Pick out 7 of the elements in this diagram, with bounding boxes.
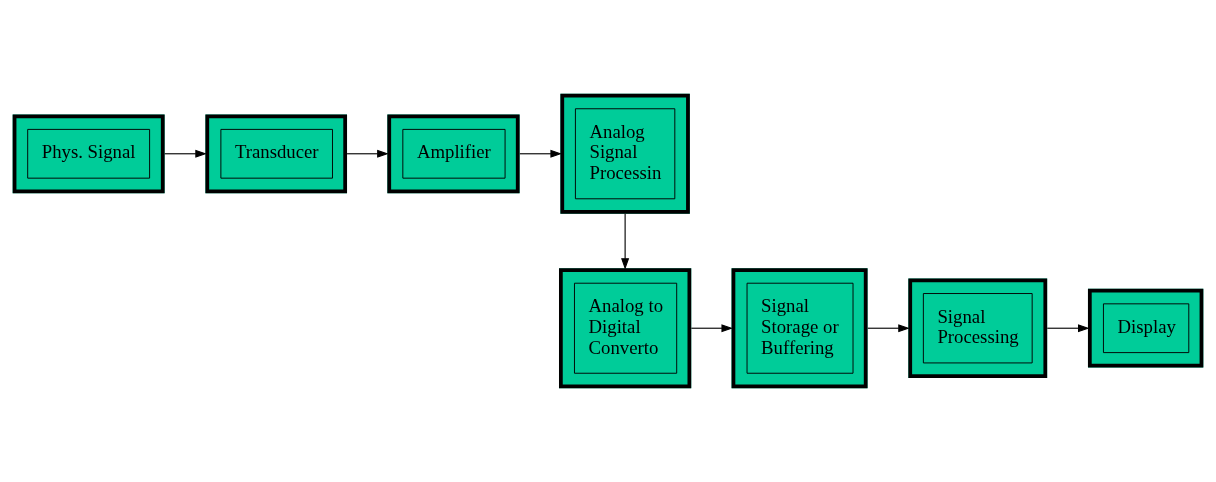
arrow <box>621 213 630 270</box>
arrow <box>519 149 563 158</box>
arrow <box>164 149 207 158</box>
arrow <box>690 324 734 333</box>
arrow <box>867 324 910 333</box>
arrow <box>1046 324 1090 333</box>
arrow <box>346 149 389 158</box>
